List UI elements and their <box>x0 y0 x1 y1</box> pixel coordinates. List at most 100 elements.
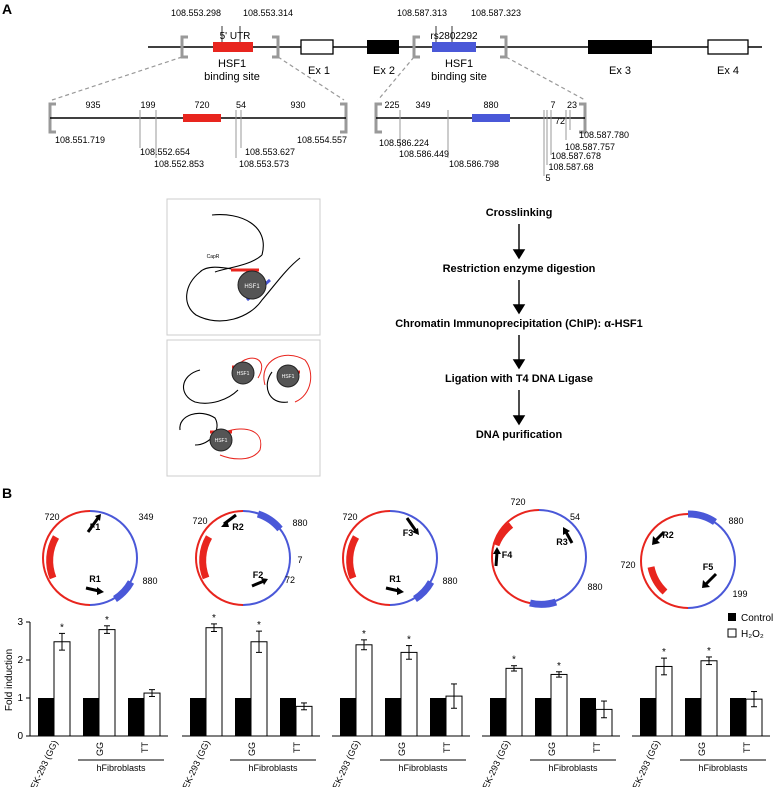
svg-text:HSF1: HSF1 <box>244 284 260 290</box>
protocol-steps: Crosslinking Restriction enzyme digestio… <box>395 207 643 441</box>
category-label: GG <box>697 742 707 756</box>
bar-control <box>490 698 506 736</box>
bar-h2o2 <box>143 692 161 737</box>
bar-h2o2 <box>700 660 718 737</box>
bracket-right-close <box>500 35 508 59</box>
exon-3 <box>588 40 652 54</box>
significance-star: * <box>662 647 666 658</box>
category-label: TT <box>140 742 150 753</box>
svg-text:5: 5 <box>545 173 550 183</box>
legend-label-h2o2: H₂O₂ <box>741 629 764 640</box>
category-label: TT <box>592 742 602 753</box>
bar-control <box>385 698 401 736</box>
significance-star: * <box>557 661 561 672</box>
hsf1-label-right: HSF1 <box>445 58 473 70</box>
right-zoom-map: 225 349 880 7 72 23 108.586.224 108.586.… <box>374 100 629 183</box>
loop-circle-1: 720 349 880 F1 R1 <box>42 510 158 606</box>
category-label: GG <box>95 742 105 756</box>
step-1: Crosslinking <box>486 207 553 219</box>
rs-label: rs2802292 <box>430 31 478 42</box>
svg-text:108.587.780: 108.587.780 <box>579 130 629 140</box>
svg-text:108.587.757: 108.587.757 <box>565 142 615 152</box>
bar-h2o2 <box>250 641 268 737</box>
category-label: HEK-293 (GG) <box>328 739 362 787</box>
coord-4: 108.587.323 <box>471 8 521 18</box>
svg-text:720: 720 <box>620 560 635 570</box>
binding-label-right: binding site <box>431 71 487 83</box>
group-label: hFibroblasts <box>398 763 448 773</box>
exon-2-label: Ex 2 <box>373 65 395 77</box>
legend-swatch-h2o2 <box>727 628 737 638</box>
category-label: GG <box>547 742 557 756</box>
svg-text:108.551.719: 108.551.719 <box>55 135 105 145</box>
svg-text:108.587.68: 108.587.68 <box>548 162 593 172</box>
svg-text:199: 199 <box>140 100 155 110</box>
legend-label-control: Control <box>741 613 773 624</box>
svg-text:54: 54 <box>236 100 246 110</box>
bar-h2o2 <box>295 705 313 737</box>
svg-text:720: 720 <box>44 512 59 522</box>
bar-control <box>730 698 746 736</box>
chart-legend: Control H₂O₂ <box>727 613 773 640</box>
svg-text:72: 72 <box>555 116 565 126</box>
y-tick-label: 2 <box>17 655 23 666</box>
significance-star: * <box>407 635 411 646</box>
svg-text:7: 7 <box>550 100 555 110</box>
svg-text:880: 880 <box>442 576 457 586</box>
svg-text:F4: F4 <box>502 550 513 560</box>
svg-text:225: 225 <box>384 100 399 110</box>
svg-text:108.586.798: 108.586.798 <box>449 159 499 169</box>
left-zoom-map: 935 199 720 54 930 108.551.719 108.552.6… <box>48 100 348 169</box>
hsf1-site-red <box>213 42 253 52</box>
step-4: Ligation with T4 DNA Ligase <box>445 373 593 385</box>
legend-swatch-control <box>728 613 736 621</box>
svg-text:HSF1: HSF1 <box>215 438 228 444</box>
bar-control <box>83 698 99 736</box>
bar-control <box>190 698 206 736</box>
svg-text:F3: F3 <box>403 528 414 538</box>
category-label: HEK-293 (GG) <box>178 739 212 787</box>
bar-h2o2 <box>655 665 673 737</box>
significance-star: * <box>362 629 366 640</box>
svg-text:7: 7 <box>297 555 302 565</box>
bar-control <box>38 698 54 736</box>
coord-3: 108.587.313 <box>397 8 447 18</box>
panel-a-label: A <box>2 1 12 17</box>
bar-control <box>280 698 296 736</box>
svg-text:R1: R1 <box>389 574 401 584</box>
step-3: Chromatin Immunoprecipitation (ChIP): α-… <box>395 318 643 330</box>
svg-text:F5: F5 <box>703 562 714 572</box>
svg-text:880: 880 <box>483 100 498 110</box>
bar-control <box>640 698 656 736</box>
svg-text:R3: R3 <box>556 537 568 547</box>
bar-h2o2 <box>98 629 116 737</box>
significance-star: * <box>512 655 516 666</box>
group-label: hFibroblasts <box>548 763 598 773</box>
category-label: HEK-293 (GG) <box>26 739 60 787</box>
significance-star: * <box>60 622 64 633</box>
svg-text:199: 199 <box>732 589 747 599</box>
bar-h2o2 <box>53 641 71 737</box>
svg-text:349: 349 <box>415 100 430 110</box>
significance-star: * <box>257 620 261 631</box>
exon-3-label: Ex 3 <box>609 65 631 77</box>
coord-1: 108.553.298 <box>171 8 221 18</box>
svg-text:880: 880 <box>587 582 602 592</box>
utr-label: 5' UTR <box>220 31 251 42</box>
svg-text:72: 72 <box>285 575 295 585</box>
category-label: GG <box>397 742 407 756</box>
hsf1-label-left: HSF1 <box>218 58 246 70</box>
category-label: GG <box>247 742 257 756</box>
category-label: HEK-293 (GG) <box>478 739 512 787</box>
bar-control <box>128 698 144 736</box>
svg-text:R2: R2 <box>232 522 244 532</box>
y-tick-label: 1 <box>17 693 23 704</box>
svg-text:108.553.573: 108.553.573 <box>239 159 289 169</box>
svg-text:HSF1: HSF1 <box>282 374 295 380</box>
svg-text:R2: R2 <box>662 530 674 540</box>
